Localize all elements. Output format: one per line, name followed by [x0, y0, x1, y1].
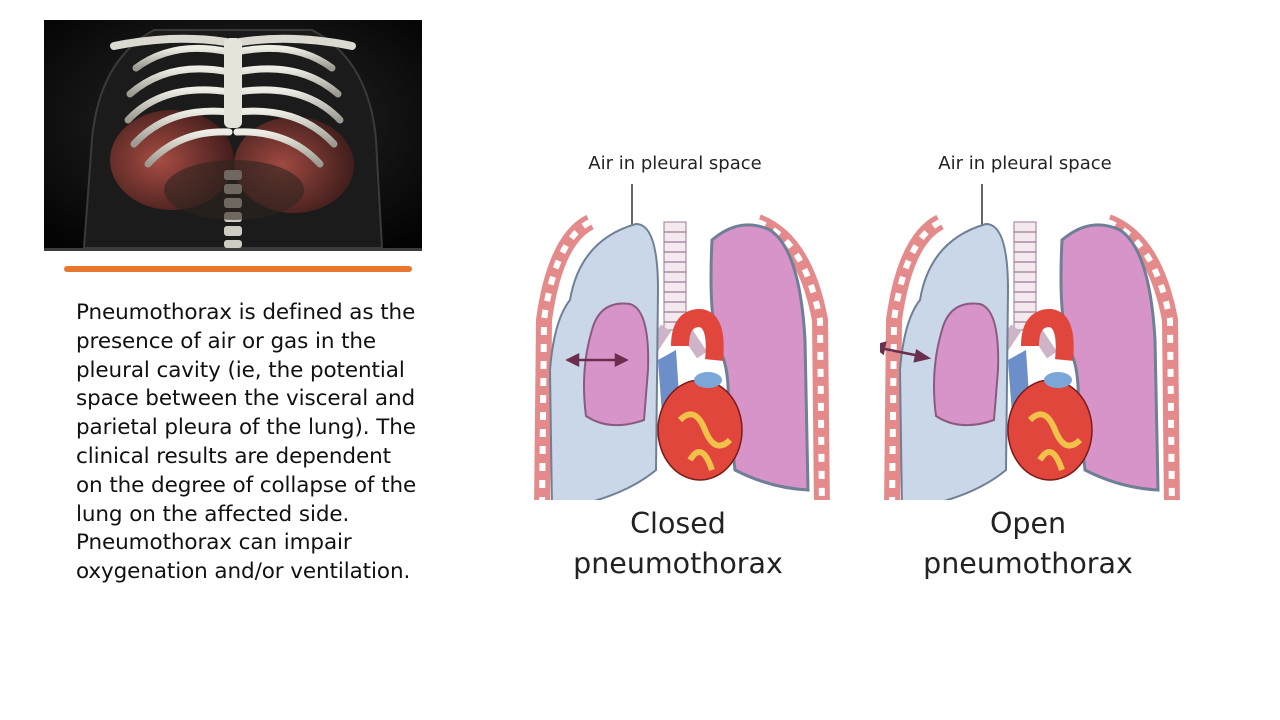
diagram-caption: Open pneumothorax — [880, 504, 1176, 584]
heart — [1007, 308, 1093, 481]
caption-line-2: pneumothorax — [923, 547, 1133, 580]
anatomy-image — [44, 20, 422, 251]
accent-underline — [64, 266, 412, 272]
torso-illustration — [44, 20, 422, 248]
caption-line-2: pneumothorax — [573, 547, 783, 580]
definition-paragraph: Pneumothorax is defined as the presence … — [76, 300, 417, 585]
heart — [657, 308, 743, 481]
collapsed-lung — [933, 302, 1000, 427]
double-arrow — [565, 352, 629, 368]
air-label: Air in pleural space — [588, 153, 762, 174]
caption-line-1: Closed — [630, 507, 726, 540]
closed-pneumothorax-diagram: Air in pleural space — [530, 140, 830, 600]
air-label: Air in pleural space — [938, 153, 1112, 174]
pneumothorax-figure: Air in pleural space — [530, 140, 1210, 600]
lungs-illustration — [534, 184, 830, 500]
open-pneumothorax-diagram: Air in pleural space — [880, 140, 1180, 600]
caption-line-1: Open — [989, 507, 1067, 540]
diagram-caption: Closed pneumothorax — [530, 504, 826, 584]
double-arrow — [880, 341, 932, 363]
lungs-illustration — [880, 184, 1180, 500]
